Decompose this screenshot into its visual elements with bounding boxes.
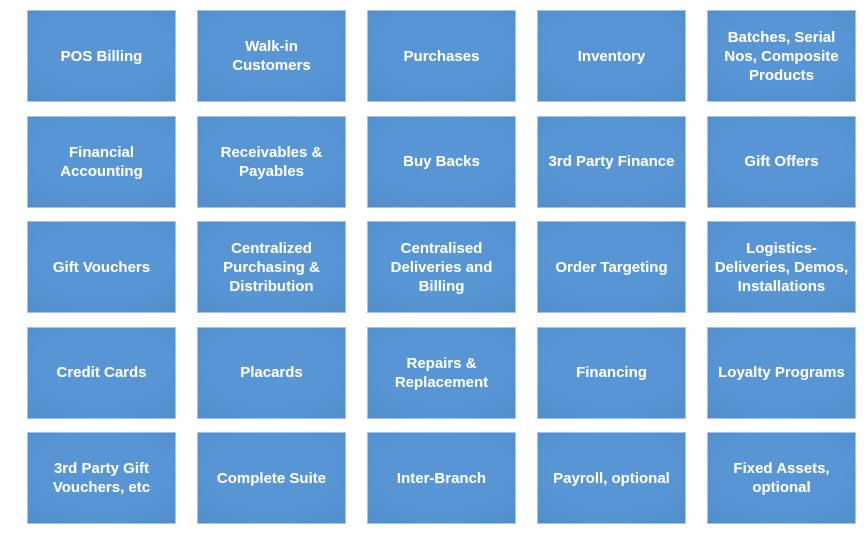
tile-label: POS Billing bbox=[60, 47, 143, 65]
tile-gift-offers: Gift Offers bbox=[707, 115, 856, 208]
tile-label: Inter-Branch bbox=[396, 469, 487, 487]
tile-gift-vouchers: Gift Vouchers bbox=[27, 221, 176, 313]
tile-label: Receivables & Payables bbox=[220, 143, 323, 180]
tile-centralized-purchasing: Centralized Purchasing & Distribution bbox=[197, 221, 346, 313]
tile-receivables-payables: Receivables & Payables bbox=[197, 115, 346, 208]
tile-label: Loyalty Programs bbox=[718, 364, 845, 381]
tile-inventory: Inventory bbox=[537, 10, 686, 102]
tile-purchases: Purchases bbox=[367, 10, 516, 102]
tile-label: Complete Suite bbox=[216, 469, 327, 487]
tile-order-targeting: Order Targeting bbox=[537, 221, 686, 313]
tile-label: Fixed Assets, optional bbox=[733, 460, 830, 496]
tile-financial-accounting: Financial Accounting bbox=[27, 115, 176, 208]
tile-label: Logistics- Deliveries, Demos, Installati… bbox=[714, 239, 849, 295]
tile-loyalty-programs: Loyalty Programs bbox=[707, 326, 856, 419]
tile-buy-backs: Buy Backs bbox=[367, 115, 516, 208]
tile-label: 3rd Party Gift Vouchers, etc bbox=[52, 460, 151, 496]
tile-label: Inventory bbox=[577, 47, 646, 65]
tile-pos-billing: POS Billing bbox=[27, 10, 176, 102]
tile-fixed-assets-optional: Fixed Assets, optional bbox=[707, 432, 856, 524]
tile-batches-serial-nos: Batches, Serial Nos, Composite Products bbox=[707, 10, 856, 102]
tile-3rd-party-gift-vouchers: 3rd Party Gift Vouchers, etc bbox=[27, 432, 176, 524]
tile-credit-cards: Credit Cards bbox=[27, 326, 176, 419]
tile-label: Order Targeting bbox=[555, 258, 668, 276]
tile-label: Buy Backs bbox=[403, 153, 480, 170]
tile-label: Purchases bbox=[403, 47, 480, 65]
tile-label: Placards bbox=[240, 364, 303, 381]
tile-label: Centralised Deliveries and Billing bbox=[390, 239, 493, 295]
tile-label: Batches, Serial Nos, Composite Products bbox=[724, 28, 839, 84]
tile-label: Financial Accounting bbox=[60, 143, 143, 180]
tile-complete-suite: Complete Suite bbox=[197, 432, 346, 524]
tile-label: Walk-in Customers bbox=[232, 38, 311, 74]
tile-label: Gift Vouchers bbox=[52, 258, 151, 276]
tile-logistics-deliveries: Logistics- Deliveries, Demos, Installati… bbox=[707, 221, 856, 313]
tile-centralised-deliveries-billing: Centralised Deliveries and Billing bbox=[367, 221, 516, 313]
tile-label: Gift Offers bbox=[744, 153, 819, 170]
tile-label: Financing bbox=[576, 364, 647, 381]
tile-inter-branch: Inter-Branch bbox=[367, 432, 516, 524]
tile-label: Payroll, optional bbox=[553, 469, 670, 487]
tile-3rd-party-finance: 3rd Party Finance bbox=[537, 115, 686, 208]
tile-label: Credit Cards bbox=[56, 364, 147, 381]
tile-label: Centralized Purchasing & Distribution bbox=[223, 239, 320, 295]
tile-walk-in-customers: Walk-in Customers bbox=[197, 10, 346, 102]
tile-placards: Placards bbox=[197, 326, 346, 419]
tile-financing: Financing bbox=[537, 326, 686, 419]
tile-label: Repairs & Replacement bbox=[394, 354, 489, 391]
tile-repairs-replacement: Repairs & Replacement bbox=[367, 326, 516, 419]
tile-payroll-optional: Payroll, optional bbox=[537, 432, 686, 524]
module-grid: POS Billing Walk-in Customers Purchases … bbox=[27, 10, 856, 524]
tile-label: 3rd Party Finance bbox=[548, 153, 675, 170]
